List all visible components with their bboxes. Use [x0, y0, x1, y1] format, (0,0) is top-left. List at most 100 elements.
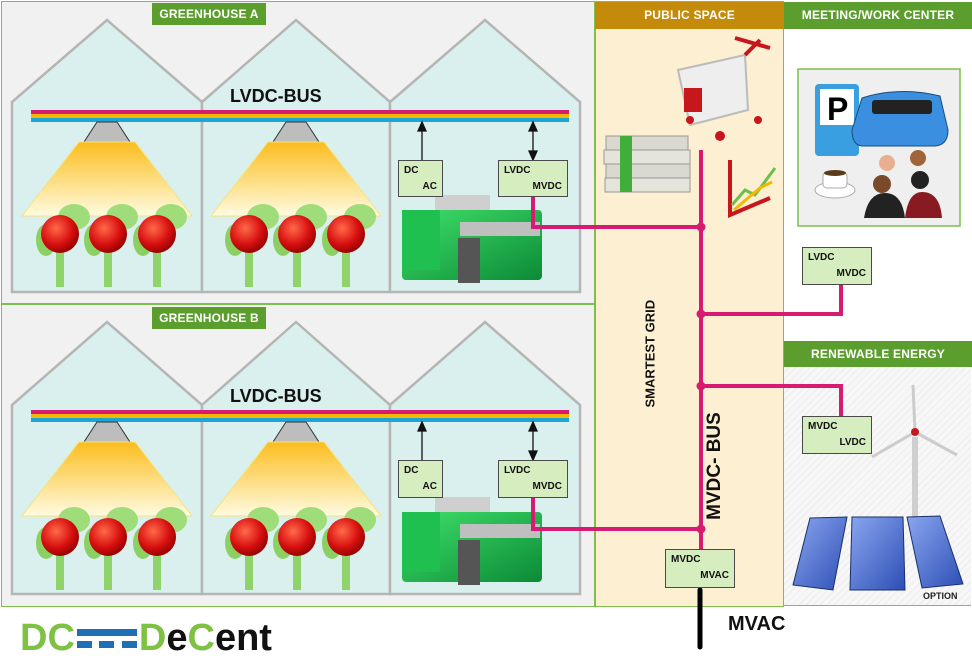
tomato-plant-icon	[133, 507, 187, 590]
tomato-plant-icon	[225, 204, 279, 287]
renewable-energy-label: RENEWABLE ENERGY	[784, 341, 972, 367]
converter-output: MVDC	[836, 268, 866, 279]
tomato-icon	[89, 215, 127, 253]
converter-input: DC	[404, 165, 419, 176]
tomato-plant-icon	[36, 204, 90, 287]
arrow-up-icon	[527, 120, 539, 132]
public-space-label: PUBLIC SPACE	[595, 2, 784, 29]
generator-b-icon	[402, 497, 542, 585]
tomato-plant-icon	[322, 204, 376, 287]
tomato-plant-icon	[273, 507, 327, 590]
gh-a-feeder	[531, 196, 701, 229]
arrow-down-icon	[527, 450, 539, 462]
smartest-grid-label: SMARTEST GRID	[642, 299, 658, 408]
tomato-plant-icon	[36, 507, 90, 590]
logo-c: C	[187, 617, 215, 659]
mvdc-bus-lines	[531, 150, 843, 552]
tomato-icon	[230, 215, 268, 253]
converter-output: AC	[422, 181, 437, 192]
lvdc-bus-b-stripes	[31, 410, 569, 422]
junction-dot	[696, 222, 706, 232]
tomato-icon	[41, 518, 79, 556]
tomato-icon	[138, 518, 176, 556]
meeting-center-label: MEETING/WORK CENTER	[784, 2, 972, 29]
renewable-feeder	[701, 384, 843, 418]
light-cone	[20, 141, 194, 217]
solar-panel	[906, 515, 964, 589]
tomato-plant-icon	[225, 507, 279, 590]
arrow-up-icon	[416, 420, 428, 432]
converter-input: MVDC	[808, 421, 838, 432]
arrow-up-icon	[527, 420, 539, 432]
junction-dot	[696, 381, 706, 391]
converter-input: LVDC	[504, 465, 531, 476]
logo-dc-symbol-icon	[76, 623, 137, 653]
converter-input: DC	[404, 465, 419, 476]
tomato-icon	[327, 215, 365, 253]
logo-dc: DC	[20, 617, 75, 659]
converter-output: AC	[422, 481, 437, 492]
growth-chart-icon	[728, 160, 777, 219]
arrows-b	[416, 420, 539, 462]
tomato-plant-icon	[84, 507, 138, 590]
light-cone	[209, 141, 383, 217]
junction-dot	[696, 524, 706, 534]
solar-panels-icon	[792, 515, 964, 591]
tomato-icon	[278, 518, 316, 556]
light-cone	[20, 441, 194, 517]
greenhouse-b-label: GREENHOUSE B	[152, 307, 266, 329]
junction-dot	[696, 309, 706, 319]
converter-renewable-mvdc-lvdc: MVDC LVDC	[802, 416, 872, 454]
tomato-plant-icon	[133, 204, 187, 287]
tomato-plants	[36, 204, 376, 590]
lvdc-bus-b-magenta	[31, 410, 569, 414]
tomato-icon	[327, 518, 365, 556]
mvac-label: MVAC	[728, 613, 786, 635]
money-stack-icon	[603, 135, 691, 193]
converter-output: MVDC	[532, 181, 562, 192]
lvdc-bus-a-yellow	[31, 114, 569, 118]
svg-text:P: P	[827, 91, 848, 127]
meeting-center-image: P	[797, 68, 961, 227]
solar-panel	[849, 516, 906, 591]
light-cone	[209, 441, 383, 517]
converter-output: MVAC	[700, 570, 729, 581]
arrow-up-icon	[416, 120, 428, 132]
dcdecent-logo: DC D e C ent	[20, 618, 272, 658]
tomato-plant-icon	[273, 204, 327, 287]
lvdc-bus-b-cyan	[31, 418, 569, 422]
tomato-icon	[138, 215, 176, 253]
meeting-feeder	[701, 285, 843, 316]
electric-car-icon	[851, 90, 949, 147]
logo-ent: ent	[214, 617, 272, 659]
generator-a-icon	[402, 195, 542, 283]
lvdc-bus-a-cyan	[31, 118, 569, 122]
logo-d: D	[138, 617, 167, 659]
tomato-plant-icon	[322, 507, 376, 590]
lvdc-bus-a-stripes	[31, 110, 569, 122]
tomato-icon	[89, 518, 127, 556]
lvdc-bus-b-label: LVDC-BUS	[230, 386, 322, 406]
tomato-icon	[278, 215, 316, 253]
converter-gh-b-lvdc-mvdc: LVDC MVDC	[498, 460, 568, 498]
grow-lights-b	[20, 421, 383, 517]
wind-turbine-icon	[871, 384, 958, 527]
arrows-a	[416, 120, 539, 162]
lvdc-bus-a-magenta	[31, 110, 569, 114]
converter-output: MVDC	[532, 481, 562, 492]
converter-gh-a-lvdc-mvdc: LVDC MVDC	[498, 160, 568, 197]
greenhouse-a-label: GREENHOUSE A	[152, 3, 266, 25]
tomato-plant-icon	[84, 204, 138, 287]
solar-panel	[792, 516, 848, 591]
converter-gh-a-dc-ac: DC AC	[398, 160, 443, 197]
shopping-cart-icon	[676, 36, 771, 141]
arrow-down-icon	[527, 150, 539, 162]
grow-lights-a	[20, 121, 383, 217]
lvdc-bus-a-label: LVDC-BUS	[230, 86, 322, 106]
converter-input: LVDC	[504, 165, 531, 176]
logo-e: e	[166, 617, 188, 659]
people-icon	[864, 150, 942, 218]
converter-input: MVDC	[671, 554, 701, 565]
converter-meeting-lvdc-mvdc: LVDC MVDC	[802, 247, 872, 285]
